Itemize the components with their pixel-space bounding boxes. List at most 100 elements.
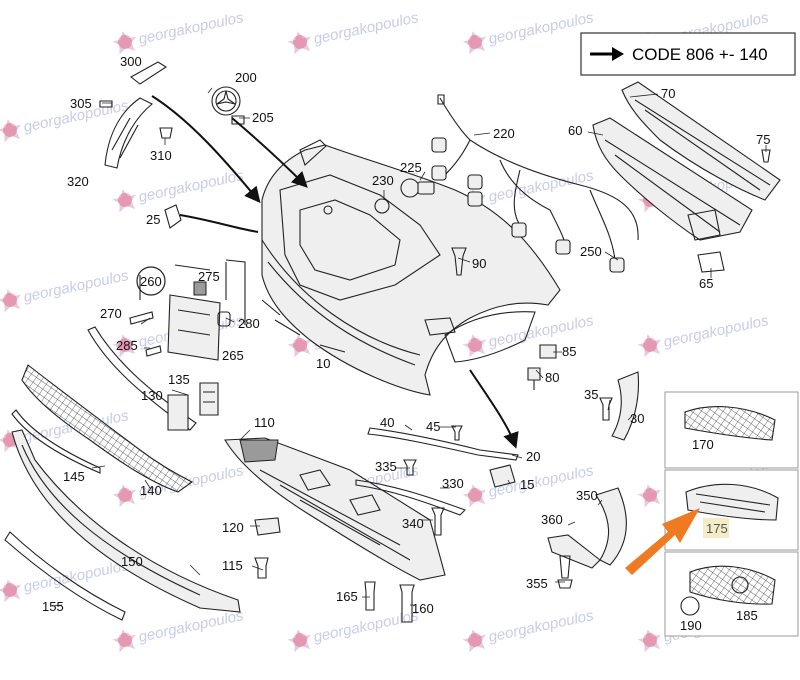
watermark-text: georgakopoulos — [487, 607, 595, 646]
spoiler-inner — [21, 444, 201, 596]
callout-335: 335 — [375, 459, 397, 474]
callout-270: 270 — [100, 306, 122, 321]
callout-220: 220 — [493, 126, 515, 141]
side-trim-parts — [99, 61, 168, 169]
callout-165: 165 — [336, 589, 358, 604]
watermark-logo-icon — [0, 286, 25, 314]
lower-fasteners — [254, 517, 573, 623]
code-box: CODE 806 +- 140 — [580, 32, 796, 76]
callout-185: 185 — [736, 608, 758, 623]
watermark-logo-icon — [460, 481, 490, 509]
callout-310: 310 — [150, 148, 172, 163]
front-bumper — [261, 139, 561, 396]
watermark-text: georgakopoulos — [22, 267, 130, 306]
leader-lines — [51, 87, 767, 607]
callout-205: 205 — [252, 110, 274, 125]
callout-175: 175 — [706, 521, 728, 536]
callout-330: 330 — [442, 476, 464, 491]
callout-85: 85 — [562, 344, 576, 359]
watermark-tile: georgakopoulos — [110, 167, 245, 214]
bolt-90 — [451, 247, 467, 276]
callout-65: 65 — [699, 276, 713, 291]
watermark-text: georgakopoulos — [137, 167, 245, 206]
callout-340: 340 — [402, 516, 424, 531]
callout-145: 145 — [63, 469, 85, 484]
trim-strip-155 — [4, 531, 126, 621]
watermark-logo-icon — [635, 331, 665, 359]
sensor-parts — [374, 178, 435, 214]
callout-35: 35 — [584, 387, 598, 402]
watermark-text: georgakopoulos — [312, 9, 420, 48]
grille-insert-170 — [684, 406, 776, 441]
watermark-text: georgakopoulos — [312, 607, 420, 646]
assembly-arrows — [151, 95, 519, 449]
callout-320: 320 — [67, 174, 89, 189]
watermark-tile: georgakopoulos — [285, 9, 420, 56]
side-bracket-350 — [547, 487, 627, 579]
watermark-tile: georgakopoulos — [0, 557, 130, 604]
callout-360: 360 — [541, 512, 563, 527]
fog-lamp-cover-175 — [685, 483, 779, 521]
watermark-text: georgakopoulos — [662, 312, 770, 351]
watermark-tile: georgakopoulos — [285, 607, 420, 654]
callout-200: 200 — [235, 70, 257, 85]
callout-160: 160 — [412, 601, 434, 616]
callout-170: 170 — [692, 437, 714, 452]
wiring-harness — [431, 94, 639, 273]
trim-strip-145 — [11, 409, 101, 474]
callout-80: 80 — [545, 370, 559, 385]
callout-300: 300 — [120, 54, 142, 69]
callout-70: 70 — [661, 86, 675, 101]
watermark-logo-icon — [635, 626, 665, 654]
watermark-logo-icon — [0, 576, 25, 604]
callout-140: 140 — [140, 483, 162, 498]
right-panel-frame — [625, 391, 799, 637]
upper-brackets — [592, 81, 781, 241]
watermark-text: georgakopoulos — [487, 167, 595, 206]
misc-center-parts — [355, 425, 519, 536]
callout-40: 40 — [380, 415, 394, 430]
small-fasteners-right — [527, 344, 557, 390]
callout-305: 305 — [70, 96, 92, 111]
callout-275: 275 — [198, 269, 220, 284]
callout-355: 355 — [526, 576, 548, 591]
callout-260-ring — [136, 266, 166, 296]
watermark-tile: georgakopoulos — [460, 607, 595, 654]
callout-45: 45 — [426, 419, 440, 434]
callout-190: 190 — [680, 618, 702, 633]
watermark-text: georgakopoulos — [487, 9, 595, 48]
lower-spoiler-150 — [11, 429, 241, 613]
watermark-logo-icon — [460, 626, 490, 654]
callout-260: 260 — [140, 274, 162, 289]
clip-25 — [164, 204, 182, 229]
callout-155: 155 — [42, 599, 64, 614]
callout-75: 75 — [756, 132, 770, 147]
ring-190 — [680, 596, 700, 616]
watermark-logo-icon — [110, 28, 140, 56]
callout-265: 265 — [222, 348, 244, 363]
callout-90: 90 — [472, 256, 486, 271]
watermark-logo-icon — [110, 481, 140, 509]
watermark-text: georgakopoulos — [137, 9, 245, 48]
callout-150: 150 — [121, 554, 143, 569]
watermark-tile: georgakopoulos — [635, 312, 770, 359]
code-box-label: CODE 806 +- 140 — [632, 45, 768, 64]
watermark-logo-icon — [0, 116, 25, 144]
watermark-logo-icon — [460, 331, 490, 359]
watermark-logo-icon — [635, 481, 665, 509]
highlight-box-175 — [703, 518, 729, 538]
clip-65 — [697, 251, 725, 273]
callout-20: 20 — [526, 449, 540, 464]
watermark-text: georgakopoulos — [22, 557, 130, 596]
side-bracket-30 — [599, 371, 639, 441]
watermark-tile: georgakopoulos — [110, 9, 245, 56]
watermark-logo-icon — [110, 186, 140, 214]
license-bracket — [129, 259, 246, 361]
callout-115: 115 — [222, 558, 243, 573]
callout-labels: 300 305 200 205 310 320 25 220 225 230 7… — [42, 54, 770, 633]
callout-60: 60 — [568, 123, 582, 138]
callout-225: 225 — [400, 160, 422, 175]
callout-25: 25 — [146, 212, 160, 227]
watermark-logo-icon — [285, 28, 315, 56]
